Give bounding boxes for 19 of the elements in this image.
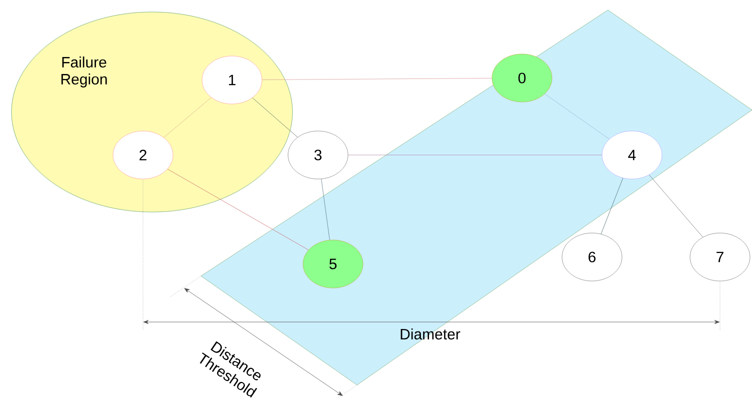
edge-line	[544, 94, 610, 140]
edge-line	[600, 178, 624, 234]
region-label: Failure Region	[61, 56, 107, 88]
graph-node: 5	[302, 240, 364, 288]
edge-line	[164, 97, 212, 138]
dimension-label: Diameter	[400, 328, 460, 340]
edge-line	[252, 98, 298, 138]
edge-line	[321, 178, 330, 240]
graph-node: 1	[202, 56, 262, 104]
edge-line	[648, 174, 704, 238]
graph-node: 7	[690, 232, 750, 282]
graph-node: 2	[112, 130, 174, 180]
graph-node: 6	[562, 232, 622, 282]
edge-line	[167, 168, 309, 250]
edge-line	[262, 78, 492, 80]
graph-node: 3	[288, 130, 348, 180]
edge-line	[348, 154, 602, 156]
graph-node: 4	[602, 130, 662, 180]
graph-node: 0	[492, 54, 552, 102]
